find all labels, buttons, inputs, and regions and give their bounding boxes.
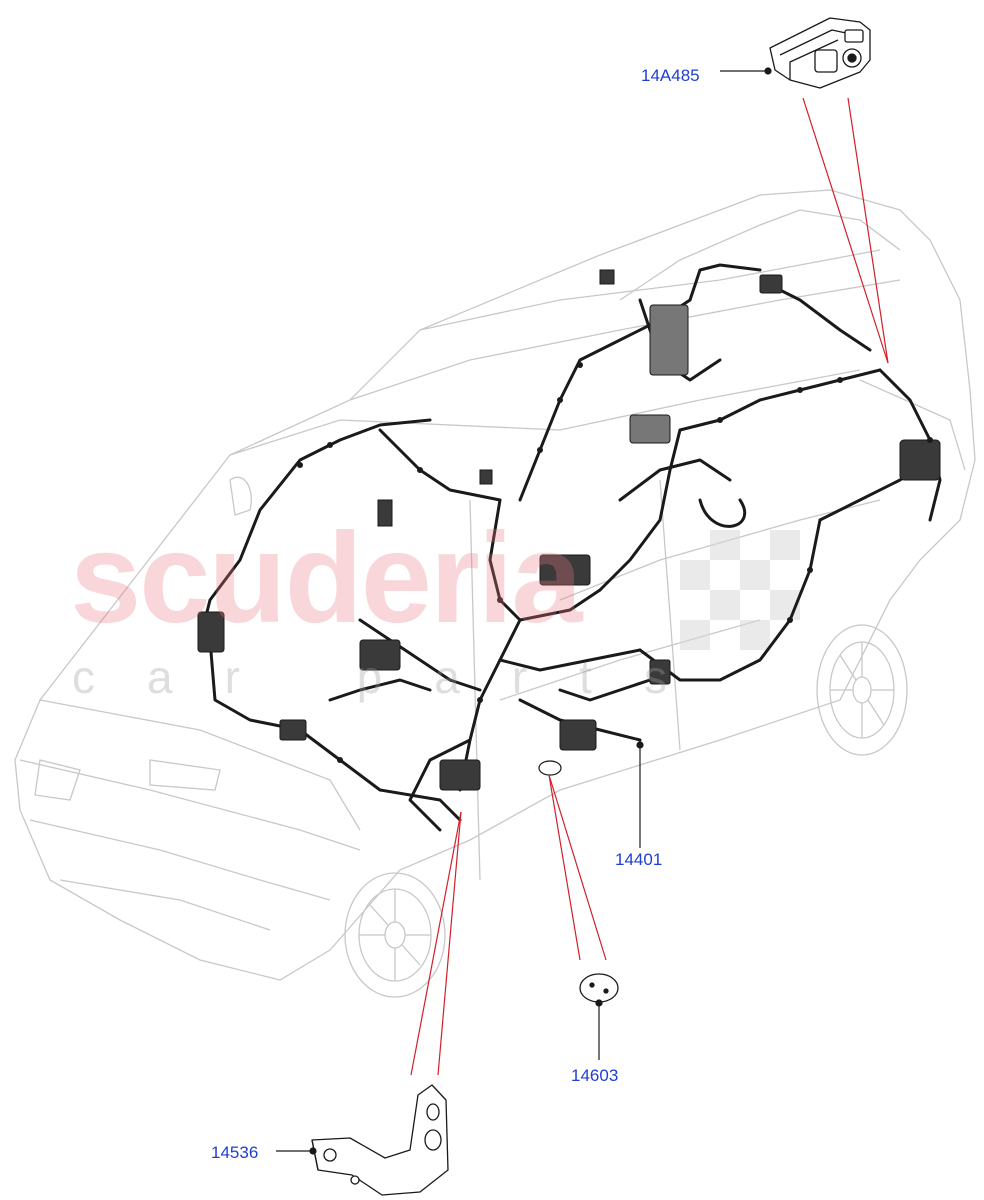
callout-14536[interactable]: 14536 (211, 1143, 259, 1162)
harness-clips (297, 362, 933, 763)
checkered-watermark (680, 530, 800, 650)
callout-14401[interactable]: 14401 (615, 850, 663, 869)
grommet-installed (538, 760, 562, 776)
black-leader-lines (276, 67, 772, 1155)
harness-connectors (197, 269, 941, 791)
callout-14A485[interactable]: 14A485 (641, 66, 700, 85)
part-14A485-bracket (769, 17, 871, 89)
part-14536-bracket (311, 1084, 449, 1196)
front-wheel (344, 872, 446, 998)
red-leader-lines (410, 97, 889, 1076)
part-14603-grommet (579, 973, 619, 1003)
rear-wheel (816, 624, 908, 756)
callout-14603[interactable]: 14603 (571, 1066, 619, 1085)
